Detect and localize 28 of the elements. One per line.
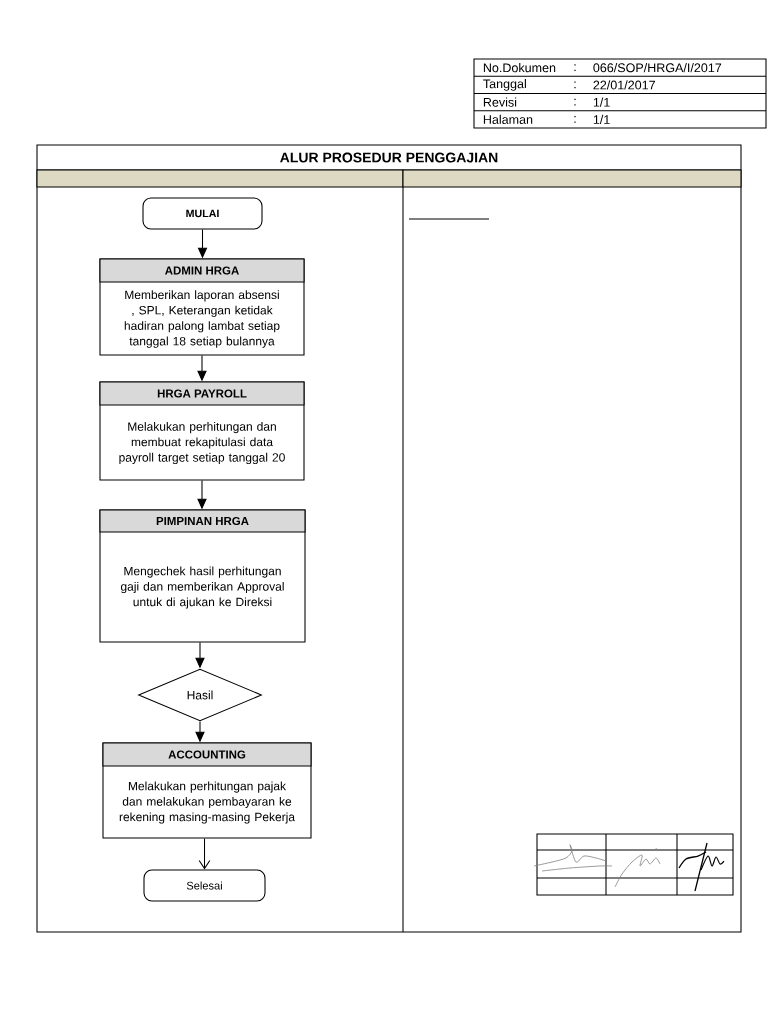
info-colon: : [574,81,576,89]
box-text: Mengechek hasil perhitungan gaji dan memberikan Approval untuk di ajukan ke Direksi [120,566,284,609]
info-colon: : [574,98,576,106]
info-label: Halaman [483,114,533,124]
info-colon: : [574,116,576,123]
info-value: 1/1 [593,114,610,124]
box-text: Melakukan perhitungan pajak dan melakukan pembayaran ke rekening masing-masing Pekerja [119,781,295,824]
box-header: HRGA PAYROLL [99,381,305,406]
box-text: Memberikan laporan absensi , SPL, Keterangan ketidak hadiran palong lambat setiap tanggal 18 setiap bulannya [124,290,280,348]
box-header: PIMPINAN HRGA [99,509,306,533]
info-value: 1/1 [593,97,610,107]
box-header: ADMIN HRGA [99,258,305,283]
terminal-box: Selesai [143,869,266,902]
info-value: 066/SOP/HRGA/I/2017 [593,63,722,73]
info-label: Revisi [483,97,517,107]
info-label: No.Dokumen [483,63,556,73]
box-text: Melakukan perhitungan dan membuat rekapitulasi data payroll target setiap tanggal 20 [119,421,285,465]
box-header: ACCOUNTING [102,742,312,767]
terminal-box: MULAI [142,197,263,230]
form-title: ALUR PROSEDUR PENGGAJIAN [280,152,498,163]
process-box [102,742,312,839]
process-box [99,258,305,356]
info-label: Tanggal [483,79,526,91]
info-value: 22/01/2017 [593,80,655,90]
process-box [99,381,305,481]
arrow [198,838,211,870]
process-box [99,509,306,643]
info-colon: : [574,64,576,71]
